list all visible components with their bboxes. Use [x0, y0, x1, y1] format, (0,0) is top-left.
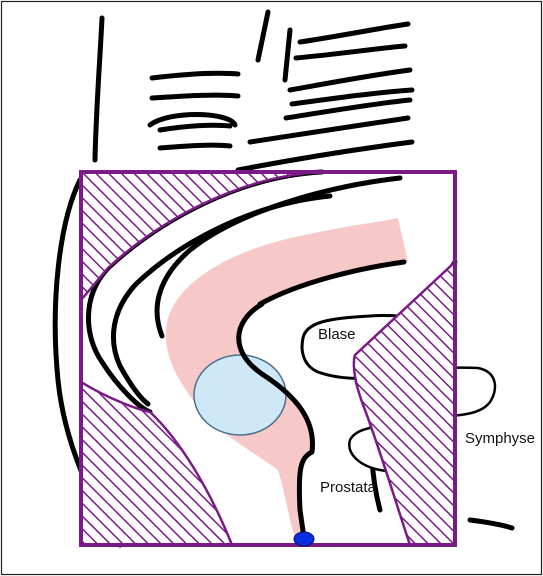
spine	[95, 12, 412, 170]
anal-marker	[294, 532, 314, 546]
hatch-right	[354, 262, 455, 545]
label-prostate: Prostata	[320, 479, 377, 496]
label-bladder: Blase	[318, 326, 356, 343]
label-symphysis: Symphyse	[465, 430, 535, 447]
tumor	[194, 355, 286, 435]
